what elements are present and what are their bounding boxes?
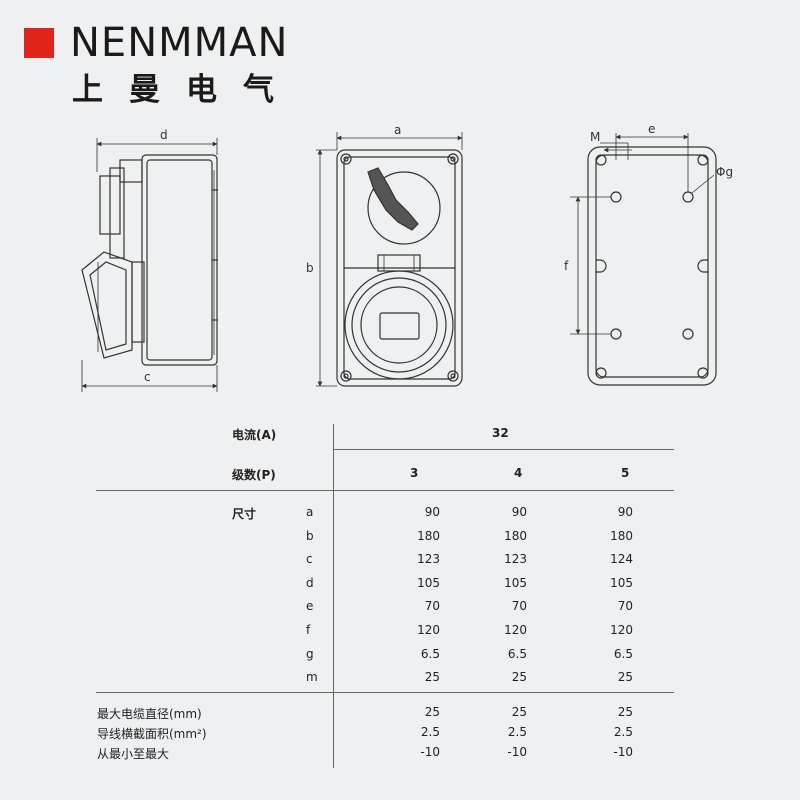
footer-value: -10 — [507, 745, 527, 759]
brand-logo-square — [24, 28, 54, 58]
dimension-value-c-4p: 123 — [504, 552, 527, 567]
dimension-value-a-4p: 90 — [511, 505, 527, 519]
label-e: e — [648, 122, 655, 136]
dimension-value-e-4p: 70 — [511, 599, 527, 614]
footer-value: 25 — [424, 705, 440, 719]
footer-value: 2.5 — [420, 725, 440, 739]
footer-label: 导线横截面积(mm²) — [97, 727, 207, 741]
footer-value: 2.5 — [613, 725, 633, 739]
dimension-value-e-3p: 70 — [424, 599, 440, 614]
footer-value: 25 — [617, 705, 633, 719]
divider-header — [96, 490, 674, 491]
technical-drawings: d c a b — [81, 122, 733, 392]
dimension-value-c-3p: 123 — [417, 552, 440, 567]
dimension-key-m: m — [306, 670, 318, 685]
divider-current — [334, 449, 674, 450]
label-a: a — [394, 123, 401, 137]
label-b: b — [306, 261, 314, 275]
dimension-key-b: b — [306, 528, 314, 543]
dimension-key-d: d — [306, 575, 314, 590]
dimension-value-d-5p: 105 — [610, 575, 633, 590]
dimension-value-a-5p: 90 — [617, 505, 633, 519]
dimension-key-c: c — [306, 552, 313, 567]
dimension-b — [316, 149, 337, 387]
side-view-drawing — [81, 154, 218, 366]
table-vertical-divider — [333, 424, 334, 768]
dimension-m — [600, 142, 632, 160]
label-d: d — [160, 128, 168, 142]
current-label: 电流(A) — [232, 428, 277, 442]
footer-value: 25 — [511, 705, 527, 719]
dimension-key-e: e — [306, 599, 314, 614]
dimension-value-b-4p: 180 — [504, 528, 527, 543]
dimension-value-g-4p: 6.5 — [507, 646, 527, 661]
dimension-value-b-5p: 180 — [610, 528, 633, 543]
dimension-value-d-4p: 105 — [504, 575, 527, 590]
dimension-key-a: a — [306, 505, 314, 519]
brand-name: NENMMAN — [70, 20, 289, 66]
dimension-value-b-3p: 180 — [417, 528, 440, 543]
dimension-value-m-5p: 25 — [617, 670, 633, 685]
dimension-e — [615, 133, 689, 192]
divider-footer — [96, 692, 674, 693]
dimension-c — [81, 360, 218, 392]
footer-value: -10 — [420, 745, 440, 759]
label-g: Φg — [716, 165, 733, 179]
dimension-value-m-4p: 25 — [511, 670, 527, 685]
poles-label: 级数(P) — [232, 468, 276, 482]
brand-name-chinese: 上曼电气 — [72, 72, 300, 108]
dimension-value-f-4p: 120 — [504, 623, 527, 637]
label-m: M — [590, 130, 600, 144]
dimension-value-m-3p: 25 — [424, 670, 440, 685]
dimension-value-f-5p: 120 — [610, 623, 633, 637]
dimension-value-a-3p: 90 — [424, 505, 440, 519]
dimension-f — [570, 196, 611, 335]
dimension-d — [96, 138, 218, 172]
pole-header-3: 3 — [410, 466, 419, 480]
footer-label: 从最小至最大 — [97, 747, 170, 761]
dimension-value-c-5p: 124 — [610, 552, 633, 567]
footer-label: 最大电缆直径(mm) — [97, 707, 202, 721]
dimension-label: 尺寸 — [232, 507, 257, 521]
label-f: f — [564, 259, 569, 273]
dimension-value-e-5p: 70 — [617, 599, 633, 614]
dimension-value-f-3p: 120 — [417, 623, 440, 637]
dimension-key-f: f — [306, 623, 311, 637]
footer-value: 2.5 — [507, 725, 527, 739]
footer-value: -10 — [613, 745, 633, 759]
dimension-g — [691, 174, 715, 194]
current-value: 32 — [492, 426, 509, 440]
pole-header-4: 4 — [514, 466, 523, 480]
dimension-value-d-3p: 105 — [417, 575, 440, 590]
pole-header-5: 5 — [621, 466, 630, 480]
front-view-drawing — [336, 149, 463, 387]
dimension-value-g-3p: 6.5 — [420, 646, 440, 661]
label-c: c — [144, 370, 151, 384]
dimension-key-g: g — [306, 646, 314, 661]
dimension-value-g-5p: 6.5 — [613, 646, 633, 661]
dimension-a — [336, 132, 463, 150]
